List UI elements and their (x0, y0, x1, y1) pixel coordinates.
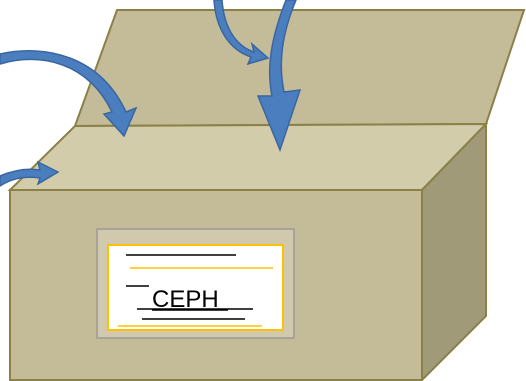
arrow-icon (213, 0, 270, 66)
box-label-text: CEPH (152, 286, 219, 313)
arrow-icon (0, 50, 138, 138)
arrow-icon (0, 160, 60, 187)
box-lid-flap (73, 9, 526, 128)
arrow-icon (256, 0, 302, 153)
box-top-face (7, 122, 489, 191)
label-card (107, 244, 284, 331)
